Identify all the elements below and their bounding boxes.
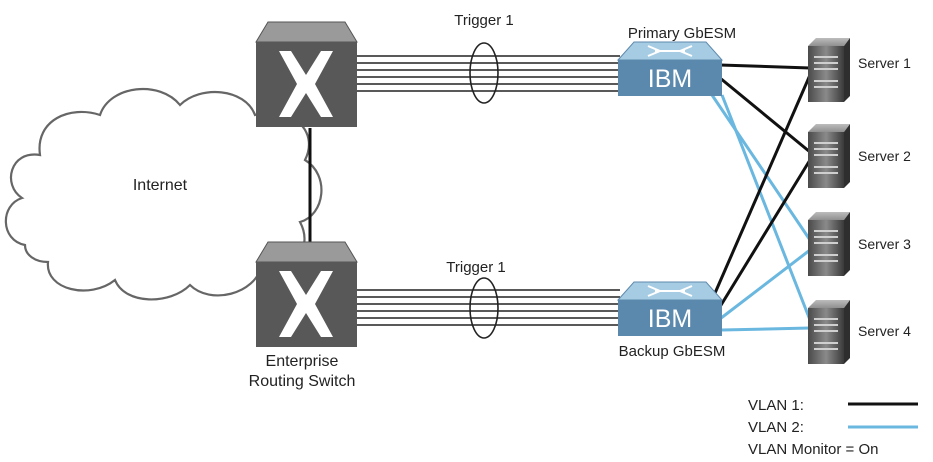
enterprise-label-line2: Routing Switch [249, 373, 356, 390]
internet-label: Internet [133, 177, 188, 194]
server-2 [808, 124, 850, 188]
server-2-label: Server 2 [858, 148, 911, 164]
primary-gbesm: IBM [616, 41, 724, 96]
internet-cloud: Internet [4, 87, 323, 301]
enterprise-label-line1: Enterprise [266, 353, 339, 370]
server-1-label: Server 1 [858, 55, 911, 71]
server-3 [808, 212, 850, 276]
ibm-logo-backup: IBM [648, 305, 692, 333]
legend-monitor-label: VLAN Monitor = On [748, 441, 878, 458]
backup-gbesm-label: Backup GbESM [619, 343, 726, 360]
vlan2-links [710, 94, 812, 332]
router-lower [255, 241, 358, 347]
trigger-ring-upper [469, 42, 499, 104]
ibm-logo-primary: IBM [648, 65, 692, 93]
router-upper [255, 21, 358, 127]
server-4-label: Server 4 [858, 323, 911, 339]
server-1 [808, 38, 850, 102]
switch-arrows-icon [647, 285, 693, 297]
upper-trunk [350, 55, 620, 92]
switch-arrows-icon [647, 45, 693, 57]
server-3-label: Server 3 [858, 236, 911, 252]
lower-trunk [350, 289, 620, 326]
backup-gbesm: IBM [616, 281, 724, 336]
server-4 [808, 300, 850, 364]
trigger-ring-lower [469, 277, 499, 339]
legend-vlan2-label: VLAN 2: [748, 419, 804, 436]
legend-vlan1-label: VLAN 1: [748, 397, 804, 414]
primary-gbesm-label: Primary GbESM [628, 25, 736, 42]
trigger-label-lower: Trigger 1 [446, 259, 505, 276]
trigger-label-upper: Trigger 1 [454, 12, 513, 29]
vlan1-links [710, 63, 812, 311]
legend: VLAN 1: VLAN 2: VLAN Monitor = On [748, 397, 918, 458]
